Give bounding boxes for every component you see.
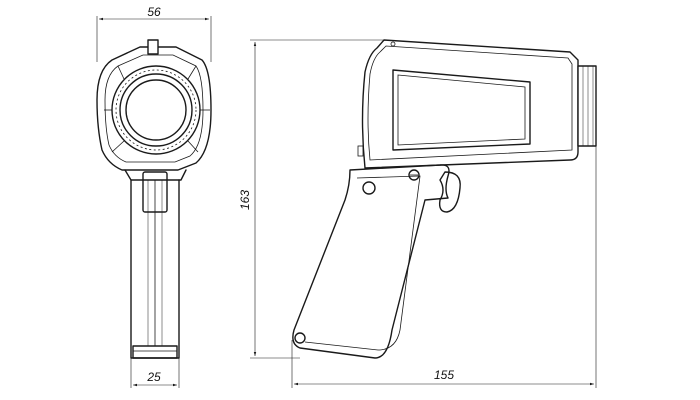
- front-base-cap: [132, 345, 178, 359]
- dim-label-155: 155: [434, 368, 454, 382]
- dim-label-56: 56: [147, 5, 161, 19]
- side-display-window: [392, 69, 531, 151]
- side-handle-inner: [304, 175, 421, 351]
- dim-label-163: 163: [238, 190, 252, 210]
- lens-inner: [125, 79, 187, 141]
- side-lens-ring: [577, 65, 597, 147]
- side-strap-loop: [294, 332, 306, 344]
- front-top-stub: [147, 39, 159, 55]
- dim-label-25: 25: [146, 370, 161, 384]
- side-view: [292, 39, 597, 359]
- side-screw: [408, 169, 420, 181]
- side-trigger: [438, 171, 461, 213]
- front-neck: [124, 169, 187, 181]
- lens-outer-ring: [111, 65, 201, 155]
- side-hole: [362, 181, 376, 195]
- side-body-outline: [361, 39, 579, 169]
- front-view: [96, 39, 212, 359]
- side-dimensions: 163 155: [238, 39, 597, 388]
- side-back-button: [357, 145, 364, 157]
- side-top-dot: [390, 41, 396, 47]
- front-dimensions: 56 25: [96, 5, 212, 388]
- front-head-inner: [104, 54, 204, 163]
- lens-knurl-ring: [115, 69, 197, 151]
- front-head-outline: [96, 46, 212, 171]
- side-body-inner: [367, 45, 573, 161]
- lens-middle-ring: [119, 73, 193, 147]
- front-trigger: [142, 171, 168, 213]
- side-lens-knurl: [582, 66, 594, 146]
- side-handle-outline: [292, 164, 450, 359]
- front-head-dividers: [104, 65, 210, 153]
